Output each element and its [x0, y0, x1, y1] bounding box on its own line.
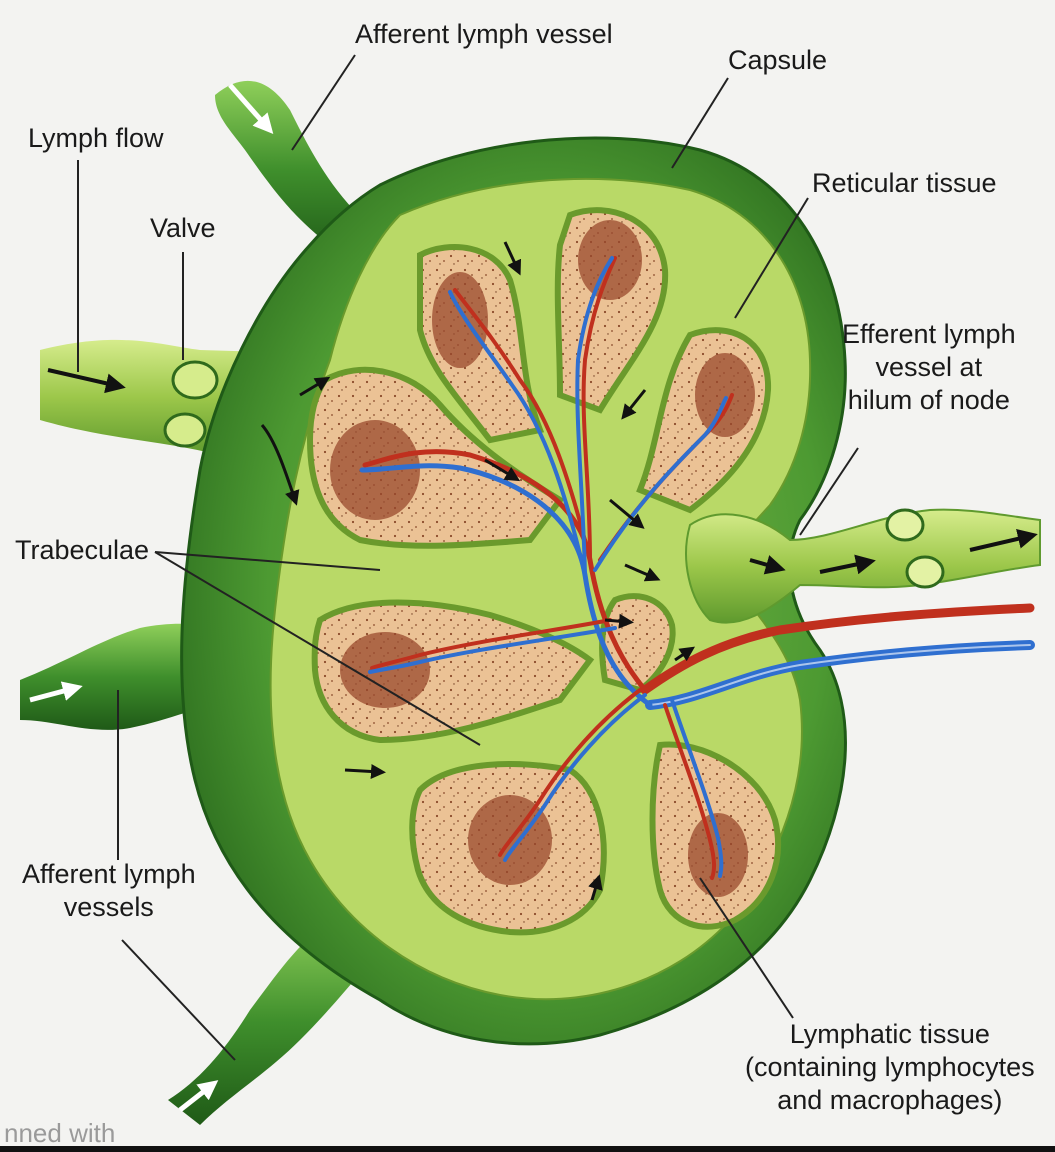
label-afferent-vessels-line-1: Afferent lymph — [22, 858, 196, 891]
label-efferent-line-1: Efferent lymph — [842, 318, 1016, 351]
label-reticular-tissue: Reticular tissue — [812, 167, 997, 200]
label-efferent-lymph-vessel: Efferent lymph vessel at hilum of node — [842, 318, 1016, 417]
label-valve: Valve — [150, 212, 216, 245]
label-capsule: Capsule — [728, 44, 827, 77]
scan-watermark: nned with — [4, 1118, 115, 1149]
label-afferent-lymph-vessels: Afferent lymph vessels — [22, 858, 196, 924]
label-efferent-line-2: vessel at — [842, 351, 1016, 384]
label-efferent-line-3: hilum of node — [842, 384, 1016, 417]
label-trabeculae: Trabeculae — [15, 534, 149, 567]
label-lymphatic-line-2: (containing lymphocytes — [745, 1051, 1035, 1084]
label-lymphatic-tissue: Lymphatic tissue (containing lymphocytes… — [745, 1018, 1035, 1117]
label-lymphatic-line-1: Lymphatic tissue — [745, 1018, 1035, 1051]
label-lymph-flow: Lymph flow — [28, 122, 164, 155]
label-afferent-vessels-line-2: vessels — [22, 891, 196, 924]
label-lymphatic-line-3: and macrophages) — [745, 1084, 1035, 1117]
label-afferent-lymph-vessel: Afferent lymph vessel — [355, 18, 613, 51]
bottom-border — [0, 1146, 1055, 1152]
